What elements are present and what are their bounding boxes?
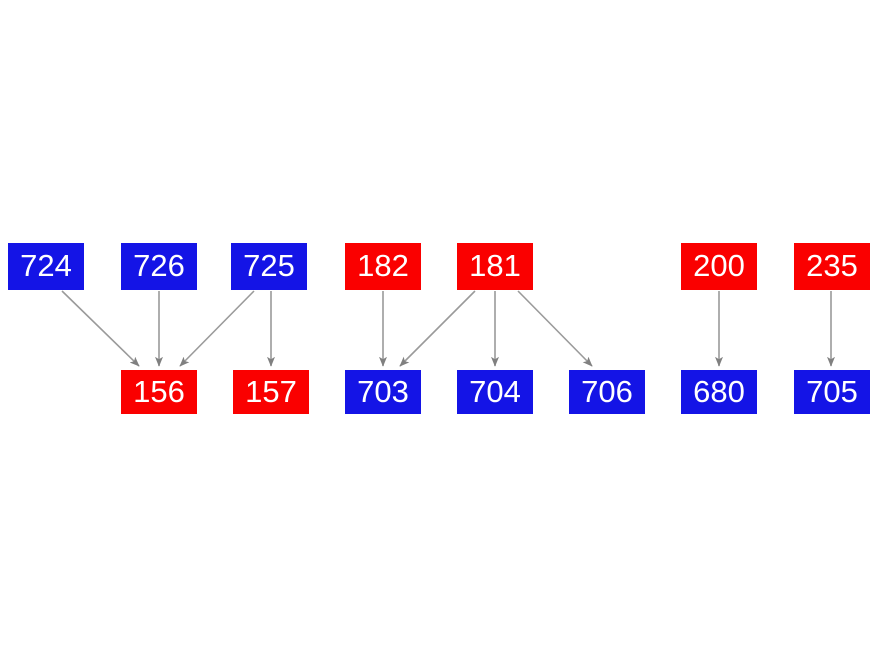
node-label-724: 724 — [20, 248, 72, 283]
node-label-704: 704 — [469, 373, 521, 409]
node-706[interactable]: 706 — [569, 370, 645, 414]
node-726[interactable]: 726 — [121, 243, 197, 290]
node-704[interactable]: 704 — [457, 370, 533, 414]
node-label-157: 157 — [245, 373, 297, 409]
node-182[interactable]: 182 — [345, 243, 421, 290]
node-181[interactable]: 181 — [457, 243, 533, 290]
node-680[interactable]: 680 — [681, 370, 757, 414]
node-label-181: 181 — [469, 248, 521, 283]
node-724[interactable]: 724 — [8, 243, 84, 290]
node-725[interactable]: 725 — [231, 243, 307, 290]
node-label-726: 726 — [133, 248, 185, 283]
node-label-705: 705 — [806, 373, 858, 409]
node-label-156: 156 — [133, 373, 185, 409]
edges-group — [61, 290, 835, 367]
node-label-182: 182 — [357, 248, 409, 283]
node-235[interactable]: 235 — [794, 243, 870, 290]
node-157[interactable]: 157 — [233, 370, 309, 414]
node-705[interactable]: 705 — [794, 370, 870, 414]
node-703[interactable]: 703 — [345, 370, 421, 414]
edge-181-to-703 — [399, 290, 476, 367]
node-label-703: 703 — [357, 373, 409, 409]
edge-724-to-156 — [61, 290, 140, 367]
node-label-725: 725 — [243, 248, 295, 283]
edge-725-to-156 — [179, 290, 255, 367]
node-label-680: 680 — [693, 373, 745, 409]
node-200[interactable]: 200 — [681, 243, 757, 290]
node-label-706: 706 — [581, 373, 633, 409]
node-label-200: 200 — [693, 248, 745, 283]
node-label-235: 235 — [806, 248, 858, 283]
node-156[interactable]: 156 — [121, 370, 197, 414]
edge-181-to-706 — [517, 290, 593, 367]
